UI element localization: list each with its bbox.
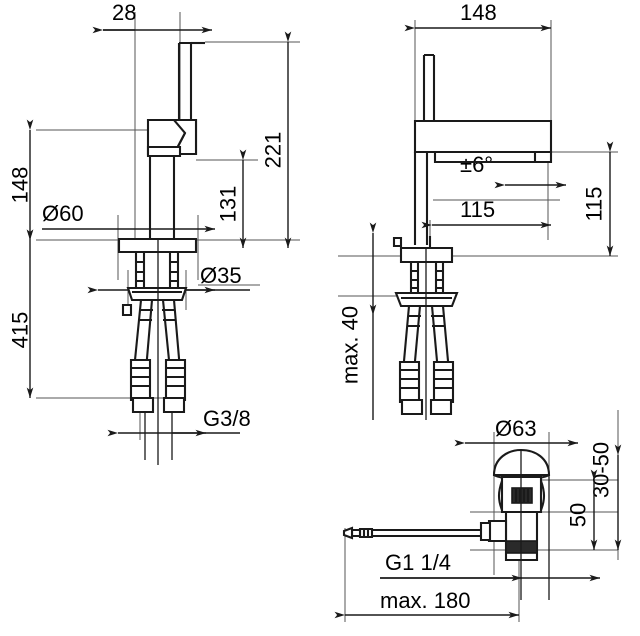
dimension-max40-label: max. 40	[338, 306, 363, 384]
dimension-115-height: 115	[582, 141, 614, 256]
dimension-221-label: 221	[261, 132, 286, 169]
dimension-148-label: 148	[8, 167, 33, 204]
dimension-max180-label: max. 180	[380, 588, 471, 613]
dimension-30-50-label: 30-50	[589, 442, 614, 498]
front-faucet-body	[117, 41, 205, 465]
dimension-50: 50	[566, 469, 598, 550]
dimension-221: 221	[261, 31, 292, 248]
dimension-dia63-label: Ø63	[495, 416, 537, 441]
dimension-50-label: 50	[566, 503, 591, 527]
dimension-30-50: 30-50	[589, 442, 622, 550]
dimension-148-side: 148	[404, 0, 551, 32]
dimension-max180: max. 180	[334, 588, 519, 619]
dimension-dia63: Ø63	[454, 416, 578, 447]
dimension-g1-1-4-label: G1 1/4	[385, 550, 451, 575]
dimension-g38-label: G3/8	[203, 406, 251, 431]
dimension-415: 415	[8, 229, 34, 398]
dimension-swivel-angle: ±6°	[460, 152, 566, 189]
dimension-115-height-label: 115	[582, 186, 607, 221]
dimension-dia35: Ø35	[87, 263, 250, 294]
front-elevation-view: 28 148 415 Ø60 Ø35 G3/8	[8, 0, 300, 465]
dimension-swivel-angle-label: ±6°	[460, 152, 493, 177]
dimension-28: 28	[92, 0, 212, 34]
dimension-148-side-label: 148	[460, 0, 497, 25]
dimension-g38: G3/8	[107, 406, 251, 437]
dimension-28-label: 28	[112, 0, 136, 25]
dimension-max40: max. 40	[338, 222, 377, 420]
dimension-dia60: Ø60	[42, 201, 215, 233]
dimension-415-label: 415	[8, 312, 33, 349]
dimension-dia35-label: Ø35	[200, 263, 242, 288]
dimension-g1-1-4: G1 1/4	[380, 550, 600, 582]
dimension-131-label: 131	[216, 186, 241, 223]
waste-detail-view: Ø63 30-50 50 G1 1/4 max. 180	[334, 410, 622, 622]
dimension-dia60-label: Ø60	[42, 201, 84, 226]
dimension-131: 131	[216, 149, 247, 248]
side-elevation-view: 148 ±6° 115 115 max. 40	[338, 0, 618, 420]
dimension-115-projection-label: 115	[460, 197, 495, 222]
waste-body	[342, 448, 551, 600]
side-faucet-body	[392, 53, 553, 420]
dimension-115-projection: 115	[421, 197, 551, 229]
dimension-148: 148	[8, 119, 34, 240]
